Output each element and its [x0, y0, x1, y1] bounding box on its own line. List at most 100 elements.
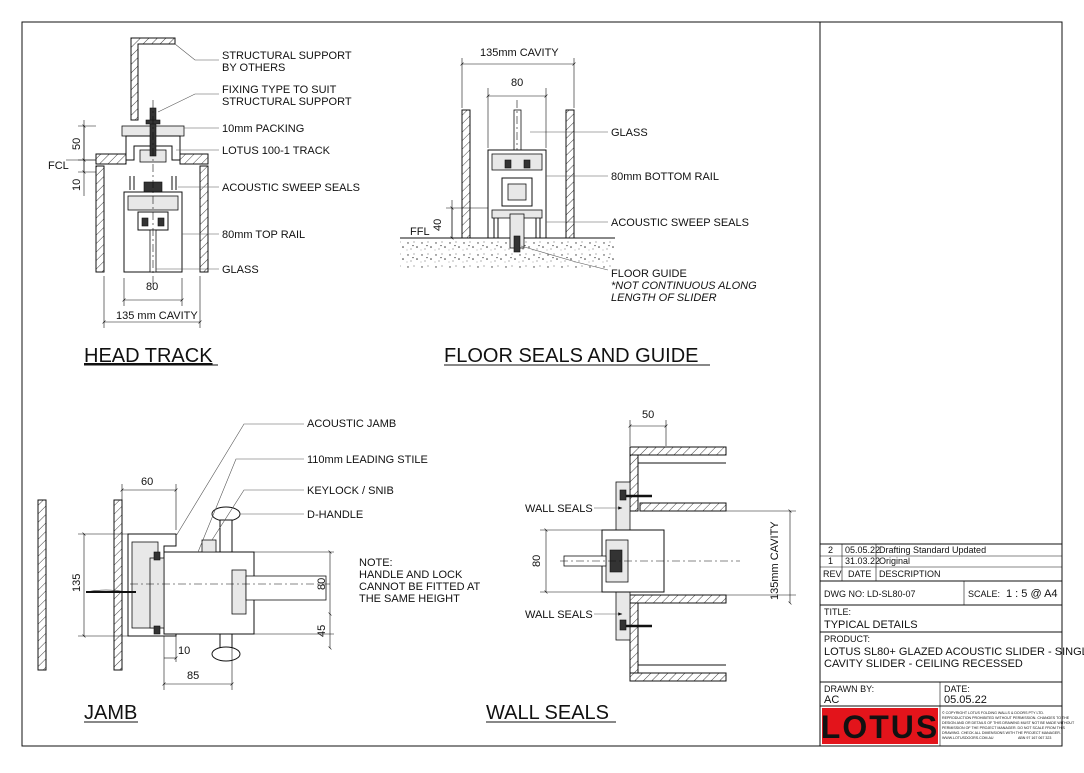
copyright-6: WWW.LOTUSDOORS.COM.AU — [942, 736, 994, 740]
dim-head-cavity: 135 mm CAVITY — [116, 310, 198, 322]
copyright-2: REPRODUCTION PROHIBITED WITHOUT PERMISSI… — [942, 716, 1070, 720]
dim-wall-50: 50 — [642, 409, 654, 421]
rev-2-date: 05.05.22 — [845, 545, 880, 555]
wall-seal-block-top — [615, 481, 631, 531]
lbl-floor-glass: GLASS — [611, 127, 648, 139]
dim-jamb-135: 135 — [71, 574, 83, 592]
dim-head-50: 50 — [71, 138, 83, 150]
lbl-floor-guide-note-2: LENGTH OF SLIDER — [611, 292, 717, 304]
floor-sweep-seals — [493, 218, 541, 238]
rev-1-date: 31.03.22 — [845, 556, 880, 566]
wall-seal-block-bottom — [615, 591, 631, 641]
rev-1-desc: Original — [879, 556, 910, 566]
title-label: TITLE: — [824, 607, 851, 617]
head-track-view: STRUCTURAL SUPPORT BY OTHERS FIXING TYPE… — [48, 37, 360, 367]
ceiling-lining-right — [179, 153, 209, 165]
d-handle — [211, 506, 241, 662]
floor-seals-view: GLASS 80mm BOTTOM RAIL ACOUSTIC SWEEP SE… — [400, 47, 757, 367]
lbl-packing: 10mm PACKING — [222, 123, 304, 135]
copyright-1: © COPYRIGHT LOTUS FOLDING WALLS & DOORS … — [942, 711, 1044, 715]
dwg-no: DWG NO: LD-SL80-07 — [824, 589, 916, 599]
dim-jamb-85: 85 — [187, 670, 199, 682]
floor-glass — [513, 109, 522, 157]
copyright-3: DESIGN AND OR DETAILS OF THIS DRAWING MU… — [942, 721, 1075, 725]
lbl-structural-support-1: STRUCTURAL SUPPORT — [222, 50, 352, 62]
lotus-logo — [822, 708, 938, 744]
lbl-head-sweep-seals: ACOUSTIC SWEEP SEALS — [222, 182, 360, 194]
lbl-head-glass: GLASS — [222, 264, 259, 276]
lbl-wall-seals-top: WALL SEALS — [525, 503, 593, 515]
wall-bottom-lining-2 — [629, 672, 727, 682]
ceiling-wall-right — [199, 165, 209, 273]
lbl-jamb-note-3: CANNOT BE FITTED AT — [359, 581, 480, 593]
abn: ABN 97 167 067 323 — [1018, 736, 1051, 740]
dim-head-10: 10 — [71, 179, 83, 191]
drawn-value: AC — [824, 694, 839, 706]
title-head-track: HEAD TRACK — [84, 345, 213, 367]
wall-top-lining-1 — [629, 446, 727, 456]
lbl-fixing-type-1: FIXING TYPE TO SUIT — [222, 84, 337, 96]
jamb-view: ACOUSTIC JAMB 110mm LEADING STILE KEYLOC… — [37, 418, 480, 724]
scale-value: 1 : 5 @ A4 — [1006, 588, 1058, 600]
wall-bottom-lining-1 — [629, 594, 727, 604]
lbl-floor-guide-note-1: *NOT CONTINUOUS ALONG — [611, 280, 757, 292]
lbl-dhandle: D-HANDLE — [307, 509, 363, 521]
dim-head-80: 80 — [146, 281, 158, 293]
keylock — [201, 539, 217, 553]
title-value: TYPICAL DETAILS — [824, 619, 918, 631]
lbl-jamb-note-2: HANDLE AND LOCK — [359, 569, 463, 581]
dim-floor-80: 80 — [511, 77, 523, 89]
jamb-wall-outer — [37, 499, 47, 671]
date-value: 05.05.22 — [944, 694, 987, 706]
ceiling-wall-left — [95, 165, 105, 273]
title-floor-seals: FLOOR SEALS AND GUIDE — [444, 345, 699, 367]
product-line-1: LOTUS SL80+ GLAZED ACOUSTIC SLIDER - SIN… — [824, 646, 1084, 658]
dim-floor-cavity: 135mm CAVITY — [480, 47, 559, 59]
dim-jamb-60: 60 — [141, 476, 153, 488]
lbl-track: LOTUS 100-1 TRACK — [222, 145, 331, 157]
rev-header: REV — [823, 569, 842, 579]
rev-1: 1 — [828, 556, 833, 566]
title-block: 2 05.05.22 Drafting Standard Updated 1 3… — [820, 543, 1084, 746]
lotus-logo-text: LOTUS — [821, 709, 939, 745]
copyright-4: PERMISSION OF THE PROJECT MANAGER. DO NO… — [942, 726, 1066, 730]
lbl-fixing-type-2: STRUCTURAL SUPPORT — [222, 96, 352, 108]
lbl-jamb-note-4: THE SAME HEIGHT — [359, 593, 460, 605]
floor-wall-right — [565, 109, 575, 239]
wall-top-lining-2 — [639, 502, 727, 512]
track-profile — [125, 135, 181, 161]
jamb-glass — [245, 575, 327, 601]
title-wall-seals: WALL SEALS — [486, 702, 609, 724]
product-line-2: CAVITY SLIDER - CEILING RECESSED — [824, 658, 1023, 670]
dim-wall-cavity: 135mm CAVITY — [769, 521, 781, 600]
lbl-leading-stile: 110mm LEADING STILE — [307, 454, 428, 466]
jamb-wall-inner — [113, 499, 123, 671]
drawn-label: DRAWN BY: — [824, 684, 874, 694]
lbl-top-rail: 80mm TOP RAIL — [222, 229, 305, 241]
structural-support — [130, 37, 176, 121]
lbl-acoustic-jamb: ACOUSTIC JAMB — [307, 418, 396, 430]
product-label: PRODUCT: — [824, 634, 870, 644]
dim-jamb-10: 10 — [178, 645, 190, 657]
rev-header-date: DATE — [848, 569, 871, 579]
lbl-fcl: FCL — [48, 160, 69, 172]
lbl-bottom-rail: 80mm BOTTOM RAIL — [611, 171, 719, 183]
rev-2-desc: Drafting Standard Updated — [879, 545, 986, 555]
lbl-jamb-note-1: NOTE: — [359, 557, 393, 569]
sheet-border — [21, 21, 1063, 747]
dim-floor-40: 40 — [432, 219, 444, 231]
lbl-structural-support-2: BY OTHERS — [222, 62, 285, 74]
lbl-wall-seals-bottom: WALL SEALS — [525, 609, 593, 621]
dim-wall-80: 80 — [531, 555, 543, 567]
lbl-ffl: FFL — [410, 226, 430, 238]
title-jamb: JAMB — [84, 702, 137, 724]
lbl-floor-sweep-seals: ACOUSTIC SWEEP SEALS — [611, 217, 749, 229]
lbl-floor-guide: FLOOR GUIDE — [611, 268, 687, 280]
wall-seals-view: WALL SEALS WALL SEALS 50 80 135mm CAVITY… — [486, 409, 796, 724]
rev-header-desc: DESCRIPTION — [879, 569, 941, 579]
lbl-keylock: KEYLOCK / SNIB — [307, 485, 394, 497]
scale-label: SCALE: — [968, 589, 1000, 599]
copyright-5: DRAWING. CHECK ALL DIMENSIONS WITH THE P… — [942, 731, 1061, 735]
